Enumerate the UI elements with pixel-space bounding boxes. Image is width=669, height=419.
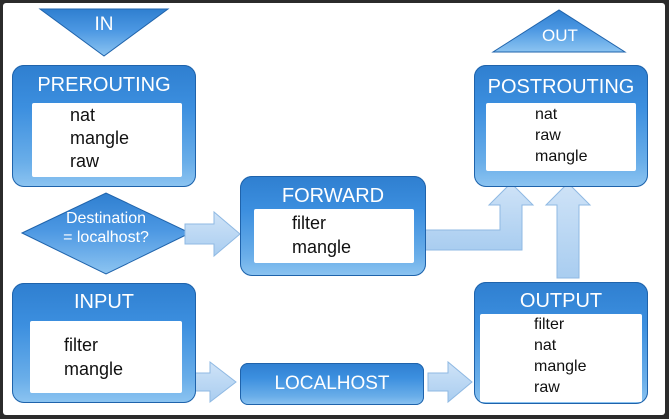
in-label: IN [94,14,114,35]
forward-item: mangle [292,237,352,257]
localhost-title: LOCALHOST [274,373,390,394]
forward-box: FORWARD filter mangle [240,176,426,276]
arrow-output-to-postrouting [544,182,592,279]
output-item: mangle [534,358,587,375]
postrouting-title: POSTROUTING [487,76,635,98]
localhost-box: LOCALHOST [240,363,424,405]
out-arrow-shape [491,9,627,53]
arrow-forward-to-postrouting [424,182,535,251]
postrouting-item: raw [535,127,561,144]
prerouting-box: PREROUTING nat mangle raw [12,65,196,187]
forward-title: FORWARD [281,185,385,207]
prerouting-item: raw [70,151,100,171]
input-title: INPUT [74,291,134,313]
arrow-localhost-to-output [427,360,473,404]
arrow-input-to-localhost [191,360,237,404]
decision-line-1: Destination [65,210,147,227]
input-item: mangle [64,359,124,379]
output-item: raw [534,379,560,396]
arrow-to-forward [184,210,241,258]
forward-item: filter [292,213,327,233]
output-item: filter [534,316,565,333]
postrouting-item: mangle [535,148,588,165]
decision-line-2: = localhost? [63,229,149,246]
out-label: OUT [542,26,578,45]
prerouting-item: mangle [70,128,130,148]
prerouting-table-list: nat mangle raw [32,103,182,177]
in-arrow-shape [38,8,170,57]
decision-label: Destination = localhost? [44,209,168,247]
input-item: filter [64,335,99,355]
output-table-list: filter nat mangle raw [480,314,642,402]
postrouting-item: nat [535,106,558,123]
output-title: OUTPUT [519,290,603,312]
prerouting-title: PREROUTING [37,74,171,96]
forward-table-list: filter mangle [254,209,414,263]
postrouting-table-list: nat raw mangle [486,103,636,171]
input-table-list: filter mangle [30,321,182,393]
input-box: INPUT filter mangle [12,283,196,403]
output-box: OUTPUT filter nat mangle raw [474,282,648,404]
output-item: nat [534,337,557,354]
postrouting-box: POSTROUTING nat raw mangle [474,65,648,187]
prerouting-item: nat [70,105,96,125]
